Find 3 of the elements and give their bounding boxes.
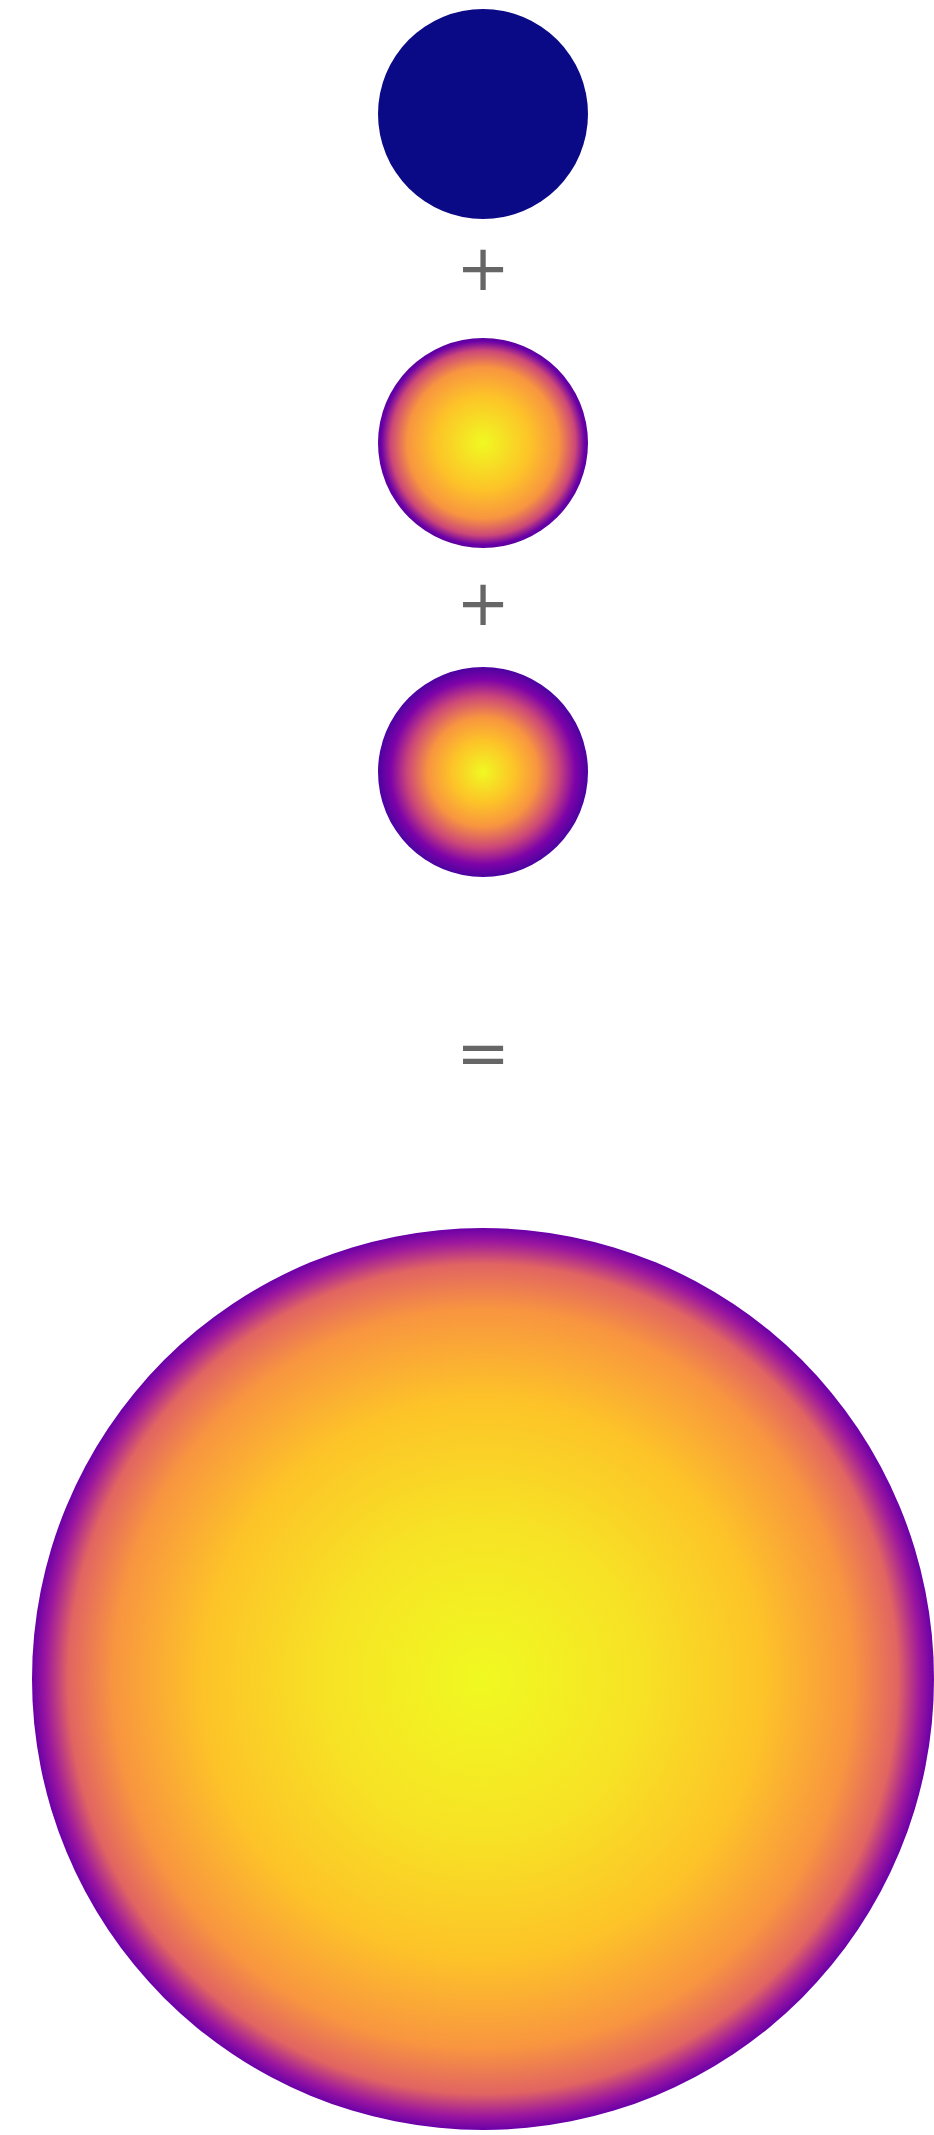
equals-sign: = [455,1021,511,1085]
plus-sign: + [455,571,511,635]
plus-sign: + [455,236,511,300]
